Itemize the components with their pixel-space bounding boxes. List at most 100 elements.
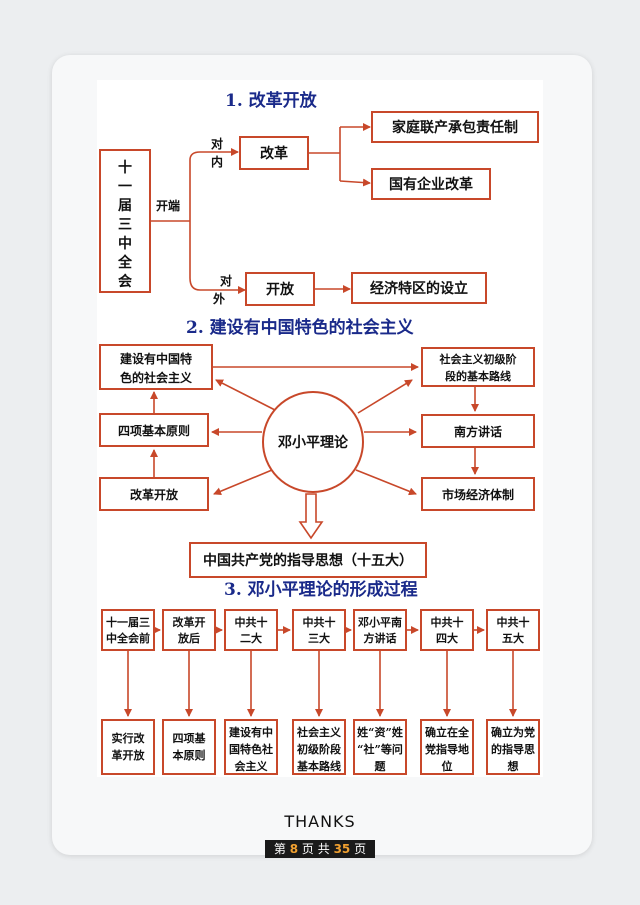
timeline-top-label: 中全会前 [106, 631, 150, 645]
down-arrow [298, 493, 324, 540]
timeline-bottom-label: 本原则 [173, 748, 206, 762]
timeline-bottom-box [486, 719, 540, 775]
right2-box [421, 414, 535, 448]
right1-box [421, 347, 535, 387]
duinei-label: 内 [211, 154, 223, 169]
guoyou-label: 国有企业改革 [389, 176, 473, 193]
timeline-bottom-label: 四项基 [173, 731, 207, 745]
timeline-top-box [420, 609, 474, 651]
pager-current: 8 [289, 842, 299, 856]
right2-label: 南方讲话 [454, 424, 502, 439]
timeline-bottom-label: 初级阶段 [297, 742, 341, 756]
timeline-bottom-label: 想 [507, 759, 519, 773]
jiating-box [371, 111, 539, 143]
left1-line: 色的社会主义 [120, 370, 193, 385]
timeline-top-label: 四大 [436, 631, 458, 645]
root-char: 十 [118, 159, 132, 176]
root-char: 三 [118, 217, 132, 233]
right3-label: 市场经济体制 [442, 487, 514, 502]
timeline-top-label: 二大 [240, 631, 262, 645]
timeline-bottom-box [101, 719, 155, 775]
arrow [357, 379, 413, 414]
timeline-top-label: 邓小平南 [358, 615, 402, 629]
timeline-bottom-label: 会主义 [235, 759, 269, 773]
section2-title: 2. 建设有中国特色的社会主义 [186, 317, 414, 338]
right3-box [421, 477, 535, 511]
section1-title: 1. 改革开放 [225, 90, 318, 111]
pager-total: 35 [333, 842, 351, 856]
pager-mid: 页 共 [301, 842, 330, 856]
jingji-box [351, 272, 487, 304]
connector [189, 160, 246, 294]
timeline-bottom-label: 革开放 [112, 748, 146, 762]
gaige-box [239, 136, 309, 170]
duinei-label: 对 [211, 136, 223, 151]
bottom-box [189, 542, 427, 578]
guoyou-box [371, 168, 491, 200]
left3-label: 改革开放 [130, 487, 179, 502]
connector [189, 148, 239, 161]
timeline-bottom-box [353, 719, 407, 775]
root-label: 十 一 届 三 中 全 会 [117, 159, 133, 290]
center-circle [262, 391, 364, 493]
timeline-top-label: 放后 [177, 631, 200, 645]
center-label: 邓小平理论 [277, 434, 349, 451]
timeline-top-label: 中共十 [497, 615, 530, 629]
left2-box [99, 413, 209, 447]
root-box [99, 149, 151, 293]
jingji-label: 经济特区的设立 [370, 280, 468, 297]
timeline-top-box [224, 609, 278, 651]
timeline-top-label: 中共十 [431, 615, 464, 629]
bottom-label: 中国共产党的指导思想（十五大） [203, 552, 413, 569]
timeline-bottom-label: 的指导思 [491, 742, 535, 756]
timeline-bottom-label: 基本路线 [296, 759, 341, 773]
timeline-bottom-box [162, 719, 216, 775]
timeline-bottom-label: 实行改 [112, 731, 146, 745]
timeline-top-box [101, 609, 155, 651]
duiwai-label: 外 [213, 291, 225, 306]
timeline: 十一届三中全会前实行改革开放改革开放后四项基本原则中共十二大建设有中国特色社会主… [101, 609, 540, 775]
right1-line: 段的基本路线 [445, 369, 511, 383]
left1-box [99, 344, 213, 390]
timeline-bottom-label: 姓“资”姓 [357, 725, 403, 739]
page-indicator: 第 8 页 共 35 页 [265, 840, 375, 858]
timeline-bottom-label: 确立在全 [425, 725, 470, 739]
duiwai-label: 对 [220, 273, 232, 288]
timeline-top-label: 三大 [308, 631, 330, 645]
root-char: 中 [118, 235, 132, 252]
timeline-bottom-label: 位 [442, 759, 453, 773]
arrow [355, 469, 417, 496]
timeline-top-box [292, 609, 346, 651]
timeline-top-label: 五大 [502, 631, 524, 645]
section3-title: 3. 邓小平理论的形成过程 [224, 579, 418, 600]
timeline-top-label: 中共十 [235, 615, 268, 629]
kaiduan-label: 开端 [156, 198, 180, 213]
arrow [213, 469, 273, 496]
timeline-bottom-label: 题 [375, 760, 387, 773]
timeline-top-label: 十一届三 [106, 615, 150, 629]
root-char: 全 [117, 254, 133, 271]
jiating-label: 家庭联产承包责任制 [392, 119, 518, 136]
timeline-bottom-label: 确立为党 [491, 725, 535, 739]
arrow [215, 379, 276, 411]
timeline-bottom-label: “社”等问 [357, 742, 403, 756]
root-char: 届 [118, 198, 132, 214]
timeline-top-label: 中共十 [303, 615, 336, 629]
kaifang-label: 开放 [266, 281, 295, 298]
timeline-bottom-label: 社会主义 [296, 725, 342, 739]
timeline-top-label: 方讲话 [364, 631, 397, 645]
timeline-bottom-box [224, 719, 278, 775]
timeline-bottom-box [420, 719, 474, 775]
timeline-bottom-box [292, 719, 346, 775]
right1-line: 社会主义初级阶 [439, 352, 518, 366]
timeline-bottom-label: 党指导地 [425, 742, 469, 756]
timeline-bottom-label: 国特色社 [229, 742, 273, 756]
timeline-top-label: 改革开 [173, 615, 206, 629]
connector [339, 178, 371, 187]
pager-post: 页 [354, 842, 367, 856]
left2-label: 四项基本原则 [118, 423, 190, 438]
thanks-text: THANKS [284, 812, 356, 831]
root-char: 一 [118, 179, 132, 195]
gaige-label: 改革 [260, 145, 288, 162]
